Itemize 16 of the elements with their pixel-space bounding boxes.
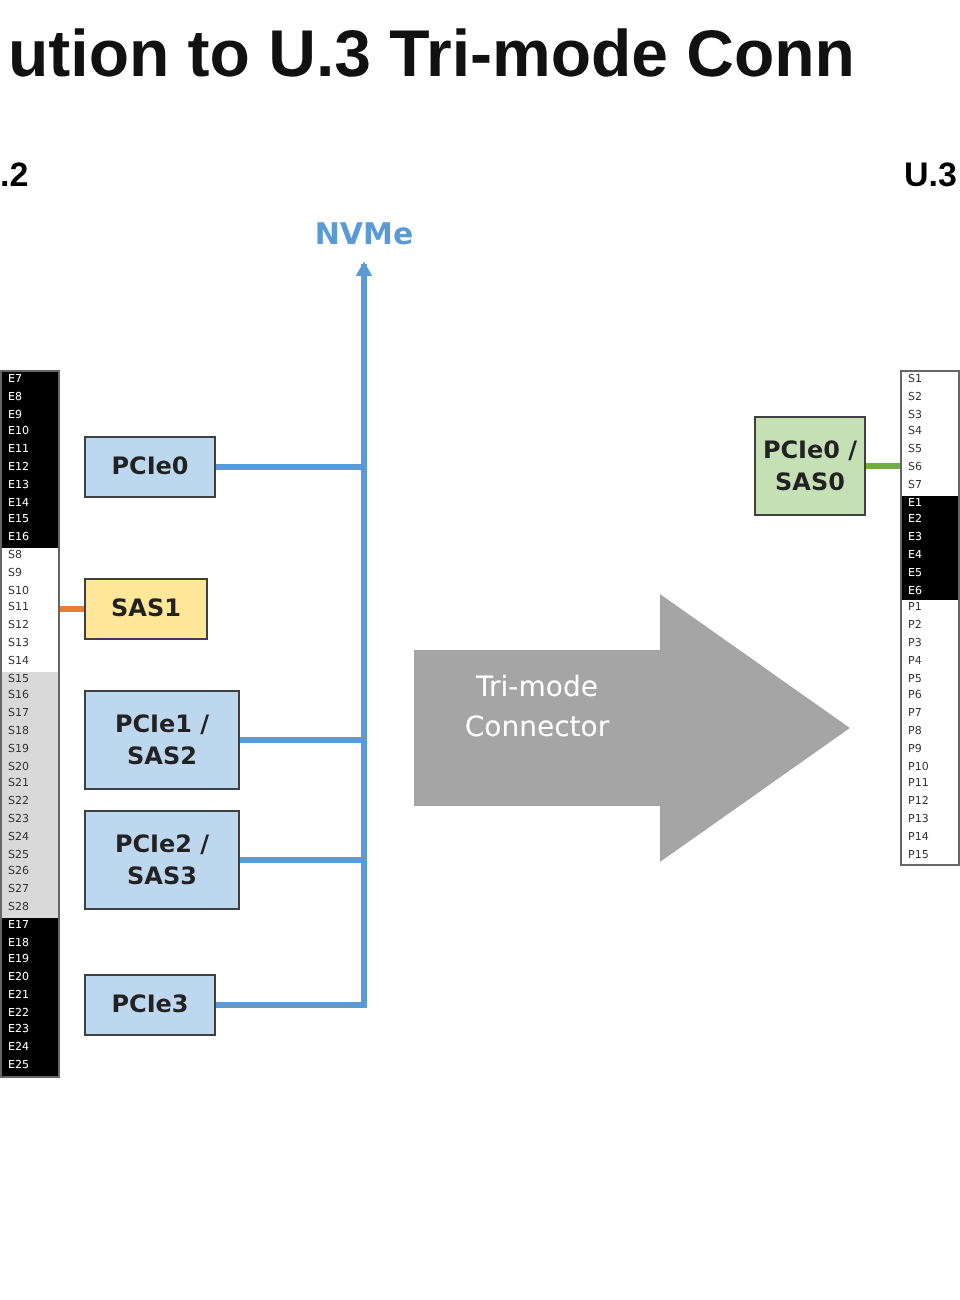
arrow-label: Tri-mode Connector — [462, 670, 612, 748]
signal-box: PCIe3 — [84, 974, 216, 1036]
bus-label: NVMe — [300, 216, 428, 256]
connector-label: U.3 — [904, 156, 957, 196]
connector-pinout — [900, 370, 960, 867]
connector-label: .2 — [0, 156, 29, 196]
slide-title: ution to U.3 Tri-mode Conn — [8, 16, 855, 92]
signal-box: SAS1 — [84, 578, 208, 640]
arrow — [216, 262, 372, 1008]
signal-box: PCIe1 / SAS2 — [84, 690, 240, 790]
signal-box: PCIe0 / SAS0 — [754, 416, 866, 516]
signal-box: PCIe2 / SAS3 — [84, 810, 240, 910]
signal-box: PCIe0 — [84, 436, 216, 498]
connector-pinout — [0, 370, 60, 1078]
signal-line — [866, 463, 900, 469]
signal-line — [60, 606, 84, 612]
